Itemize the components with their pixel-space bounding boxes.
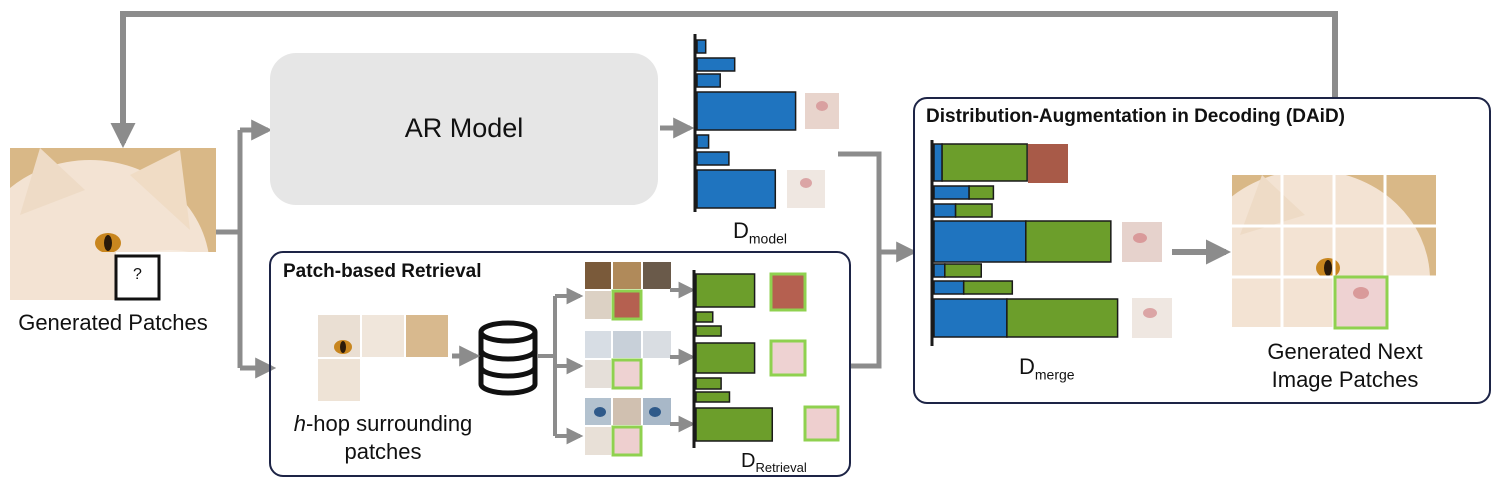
- dmodel-bar-3: [696, 73, 721, 88]
- hop-label: h-hop surrounding patches: [272, 410, 494, 466]
- dmodel-bar-7: [696, 169, 777, 209]
- dretrieval-bar-6: [695, 391, 731, 403]
- daid-title: Distribution-Augmentation in Decoding (D…: [926, 106, 1346, 127]
- dretrieval-sub: Retrieval: [755, 460, 807, 475]
- database-icon: [478, 320, 538, 396]
- dmerge-model-bar-1: [933, 143, 943, 182]
- dretrieval-bar-2: [695, 311, 714, 323]
- dretrieval-bar-4: [695, 342, 756, 374]
- next-line1: Generated Next: [1267, 339, 1423, 364]
- dmerge-model-bar-6: [933, 280, 965, 295]
- dretrieval-label: DRetrieval: [741, 450, 807, 475]
- dmodel-bar-2: [696, 57, 736, 72]
- dmerge-model-bar-5: [933, 263, 946, 278]
- dmerge-retrieval-bar-5: [944, 263, 982, 278]
- dretrieval-bar-7: [695, 407, 774, 442]
- retrieved-group-2: [585, 331, 671, 390]
- new-patch-nose: [1353, 287, 1369, 299]
- dmerge-label: Dmerge: [1019, 354, 1075, 382]
- db-fanout-lines: [538, 296, 557, 436]
- surrounding-patches: [318, 315, 448, 401]
- hop-italic: h: [293, 411, 306, 436]
- generated-patches-label: Generated Patches: [18, 310, 208, 335]
- dmerge-retrieval-bar-7: [1006, 298, 1119, 338]
- dmodel-bar-4: [696, 91, 797, 131]
- dmodel-bars: [696, 39, 797, 209]
- dmerge-retrieval-bar-4: [1025, 220, 1112, 263]
- dmodel-base: D: [733, 218, 749, 243]
- dmodel-label: Dmodel: [733, 218, 787, 246]
- feedback-arrow: [110, 11, 1338, 149]
- dretrieval-bar-3: [695, 325, 722, 337]
- next-line2: Image Patches: [1271, 367, 1419, 392]
- dmerge-retrieval-bar-1: [941, 143, 1028, 182]
- dmerge-model-bar-3: [933, 203, 957, 218]
- retrieval-title: Patch-based Retrieval: [283, 261, 482, 282]
- dmerge-sub: merge: [1034, 366, 1075, 383]
- split-arrow-lines: [216, 130, 243, 368]
- dmerge-retrieval-bar-3: [954, 203, 993, 218]
- question-mark-icon: [114, 254, 161, 301]
- hop-line2: patches: [344, 439, 422, 464]
- merge-arrow-lines: [838, 151, 882, 369]
- dmerge-thumbnails: [1028, 144, 1172, 338]
- dmerge-bars: [933, 143, 1119, 338]
- dmodel-bar-5: [696, 134, 710, 149]
- dmerge-model-bar-4: [933, 220, 1027, 263]
- question-mark-label: ?: [133, 266, 142, 283]
- dmodel-bar-6: [696, 151, 730, 166]
- dretrieval-bar-1: [695, 273, 756, 308]
- generated-row-partial: [10, 252, 116, 300]
- dretrieval-base: D: [741, 450, 756, 472]
- retrieved-group-1: [585, 262, 671, 321]
- next-patches-label: Generated Next Image Patches: [1225, 338, 1465, 394]
- dretrieval-bars: [695, 273, 774, 442]
- dretrieval-bar-5: [695, 377, 722, 390]
- dmerge-retrieval-bar-2: [968, 185, 995, 200]
- dmodel-thumbnails: [787, 93, 839, 208]
- dretrieval-thumbnails: [769, 272, 840, 442]
- ar-model-box: [270, 53, 658, 205]
- new-patch-highlight: [1333, 275, 1389, 330]
- ar-model-label: AR Model: [404, 113, 524, 143]
- dmodel-sub: model: [748, 230, 788, 247]
- dmerge-model-bar-2: [933, 185, 970, 200]
- dmodel-bar-1: [696, 39, 707, 54]
- retrieval-panel: [269, 251, 851, 477]
- retrieved-group-3: [585, 398, 671, 457]
- dmerge-model-bar-7: [933, 298, 1008, 338]
- dmerge-retrieval-bar-6: [962, 280, 1014, 295]
- hop-line1: -hop surrounding: [305, 411, 473, 436]
- dmerge-base: D: [1019, 354, 1035, 379]
